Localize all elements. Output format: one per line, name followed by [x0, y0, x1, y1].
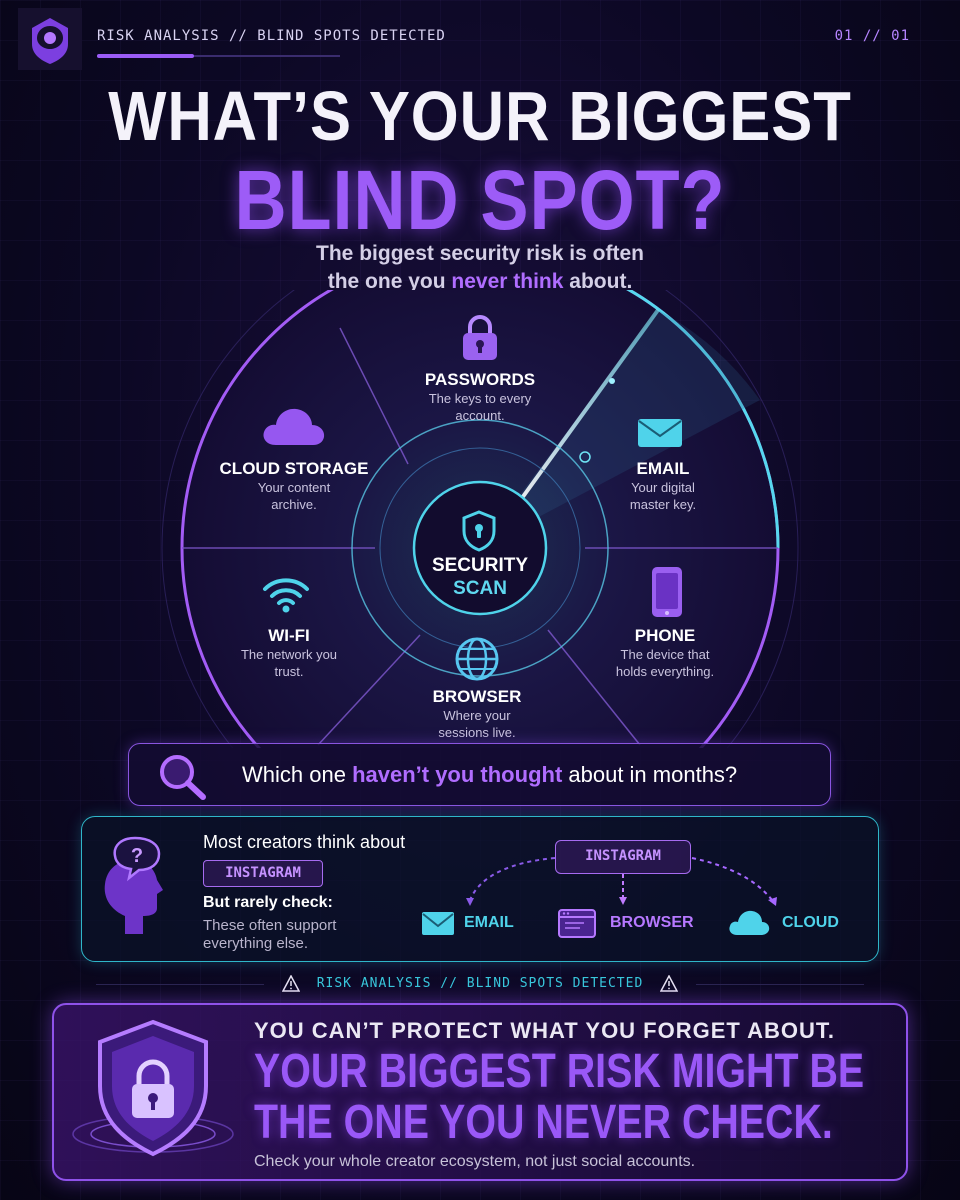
creators-panel [81, 816, 879, 962]
segment-cloud-storage: CLOUD STORAGE Your content archive. [194, 459, 394, 513]
segment-passwords: PASSWORDS The keys to every account. [380, 370, 580, 424]
segment-desc-line: trust. [274, 664, 304, 679]
segment-desc-line: Where your [443, 708, 511, 723]
creators-line1: Most creators think about [203, 832, 406, 852]
segment-label: CLOUD STORAGE [219, 459, 369, 478]
segment-desc: Your digital master key. [563, 479, 763, 513]
segment-desc: The network you trust. [189, 646, 389, 680]
segment-desc-line: master key. [629, 497, 697, 512]
segment-browser: BROWSER Where your sessions live. [377, 687, 577, 741]
subtitle-highlight: never think [451, 270, 564, 293]
segment-wifi: WI-FI The network you trust. [189, 626, 389, 680]
cloud-icon [263, 408, 325, 445]
divider-label: RISK ANALYSIS // BLIND SPOTS DETECTED [316, 976, 644, 991]
header-label: RISK ANALYSIS // BLIND SPOTS DETECTED [97, 28, 446, 44]
segment-desc-line: account. [455, 408, 505, 423]
wifi-icon [263, 578, 309, 613]
center-subtitle: SCAN [453, 578, 507, 599]
segment-desc: Where your sessions live. [377, 707, 577, 741]
divider-line-right [696, 984, 864, 985]
destination-email: EMAIL [464, 914, 514, 931]
page-indicator: 01 // 01 [834, 28, 910, 44]
lock-icon [463, 315, 497, 360]
center-title: SECURITY [431, 555, 529, 576]
svg-text:?: ? [131, 845, 143, 867]
shield-icon [462, 510, 496, 552]
subtitle-part2: about. [563, 270, 633, 293]
shield-lock-icon [72, 1019, 234, 1157]
cloud-icon [729, 910, 770, 935]
header-progress-fill [97, 54, 194, 58]
question-part1: Which one [242, 762, 353, 787]
bottom-headline-line1: YOUR BIGGEST RISK MIGHT BE [254, 1045, 865, 1098]
question-text: Which one haven’t you thought about in m… [242, 762, 737, 788]
security-wheel [161, 290, 799, 748]
subtitle-part1: the one you [327, 270, 452, 293]
warning-icon [282, 975, 300, 992]
question-bar [128, 743, 831, 806]
envelope-icon [638, 419, 682, 447]
segment-desc: The device that holds everything. [565, 646, 765, 680]
segment-desc-line: holds everything. [615, 664, 715, 679]
divider-line-left [96, 984, 264, 985]
segment-desc-line: The network you [240, 647, 338, 662]
headline-line2: BLIND SPOT? [234, 153, 726, 247]
phone-icon [652, 567, 682, 617]
warning-icon [660, 975, 678, 992]
shield-logo-icon [18, 8, 82, 70]
security-scan-center: SECURITY SCAN [400, 554, 560, 600]
head-question-icon: ? [104, 836, 163, 934]
browser-window-icon [558, 909, 596, 938]
segment-label: PHONE [634, 626, 696, 645]
bottom-line1: YOU CAN’T PROTECT WHAT YOU FORGET ABOUT. [254, 1018, 836, 1043]
segment-desc-line: sessions live. [438, 725, 516, 740]
creators-line3b: everything else. [203, 935, 309, 952]
segment-email: EMAIL Your digital master key. [563, 459, 763, 513]
subtitle-line1: The biggest security risk is often [316, 242, 644, 265]
envelope-icon [422, 912, 454, 935]
segment-desc: The keys to every account. [380, 390, 580, 424]
segment-label: PASSWORDS [424, 370, 536, 389]
segment-desc-line: The device that [620, 647, 710, 662]
subtitle-line2: the one you never think about. [0, 268, 960, 296]
segment-desc-line: Your digital [631, 480, 695, 495]
flow-connectors [466, 857, 777, 906]
creators-line2: But rarely check: [203, 894, 333, 911]
instagram-tag: INSTAGRAM [203, 860, 323, 887]
bottom-footnote: Check your whole creator ecosystem, not … [254, 1153, 696, 1170]
headline-line1: WHAT’S YOUR BIGGEST [108, 77, 852, 155]
segment-label: BROWSER [432, 687, 522, 706]
magnifier-icon [160, 755, 206, 800]
question-highlight: haven’t you thought [352, 762, 563, 787]
header-progress-track [97, 55, 340, 57]
segment-label: WI-FI [268, 626, 310, 645]
destination-cloud: CLOUD [782, 914, 839, 931]
subtitle: The biggest security risk is often the o… [0, 240, 960, 296]
instagram-source-tag: INSTAGRAM [555, 840, 691, 874]
segment-desc-line: Your content [257, 480, 331, 495]
segment-phone: PHONE The device that holds everything. [565, 626, 765, 680]
bottom-headline-line2: THE ONE YOU NEVER CHECK. [254, 1096, 833, 1149]
segment-desc-line: The keys to every [428, 391, 532, 406]
globe-icon [455, 637, 499, 681]
segment-label: EMAIL [636, 459, 690, 478]
question-part2: about in months? [562, 762, 738, 787]
destination-browser: BROWSER [610, 914, 694, 931]
segment-desc: Your content archive. [194, 479, 394, 513]
bottom-headline: YOUR BIGGEST RISK MIGHT BE THE ONE YOU N… [254, 1046, 864, 1148]
creators-line3a: These often support [203, 917, 337, 934]
segment-desc-line: archive. [271, 497, 317, 512]
